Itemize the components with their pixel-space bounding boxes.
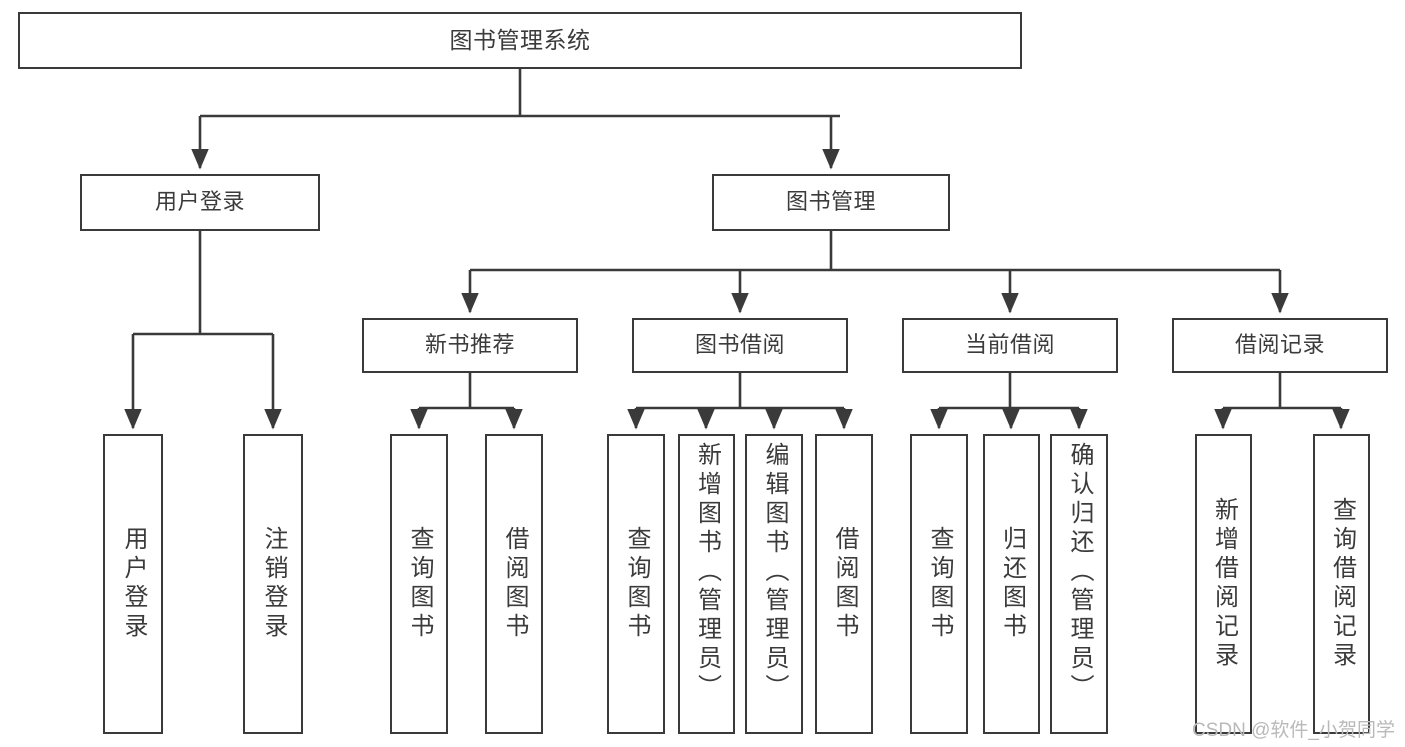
leaf-user-login[interactable]: 用户登录	[103, 434, 163, 734]
leaf-add-book-admin-label: 新增图书（管理员）	[693, 442, 721, 703]
leaf-query-book-recommend-label: 查询图书	[406, 526, 433, 642]
node-book-management-label: 图书管理	[785, 189, 876, 215]
node-current-borrow-label: 当前借阅	[964, 332, 1055, 358]
node-current-borrow[interactable]: 当前借阅	[902, 318, 1118, 373]
node-root[interactable]: 图书管理系统	[18, 12, 1022, 69]
leaf-query-borrow-record-label: 查询借阅记录	[1328, 497, 1356, 671]
node-borrow-record-label: 借阅记录	[1234, 332, 1325, 358]
node-borrow-record[interactable]: 借阅记录	[1172, 318, 1388, 373]
node-book-borrow-label: 图书借阅	[694, 332, 785, 358]
leaf-borrow-book-recommend-label: 借阅图书	[501, 526, 528, 642]
leaf-borrow-book-label: 借阅图书	[831, 526, 858, 642]
leaf-query-book-current-label: 查询图书	[926, 526, 953, 642]
leaf-query-book-borrow[interactable]: 查询图书	[607, 434, 665, 734]
leaf-borrow-book[interactable]: 借阅图书	[815, 434, 873, 734]
leaf-add-book-admin[interactable]: 新增图书（管理员）	[678, 434, 735, 734]
leaf-query-book-recommend[interactable]: 查询图书	[390, 434, 448, 734]
leaf-add-borrow-record[interactable]: 新增借阅记录	[1195, 434, 1252, 734]
leaf-return-book[interactable]: 归还图书	[983, 434, 1040, 734]
leaf-confirm-return-admin[interactable]: 确认归还（管理员）	[1050, 434, 1108, 734]
node-book-management[interactable]: 图书管理	[712, 174, 950, 231]
leaf-return-book-label: 归还图书	[998, 526, 1026, 642]
node-book-borrow[interactable]: 图书借阅	[632, 318, 848, 373]
leaf-user-login-label: 用户登录	[120, 526, 147, 642]
node-root-label: 图书管理系统	[449, 26, 591, 53]
leaf-add-borrow-record-label: 新增借阅记录	[1210, 497, 1238, 671]
leaf-query-book-current[interactable]: 查询图书	[910, 434, 968, 734]
leaf-edit-book-admin-label: 编辑图书（管理员）	[761, 442, 788, 703]
leaf-logout-label: 注销登录	[260, 526, 287, 642]
leaf-confirm-return-admin-label: 确认归还（管理员）	[1066, 442, 1093, 703]
node-new-book-recommend[interactable]: 新书推荐	[362, 318, 578, 373]
csdn-watermark: CSDN @软件_小贺同学	[1192, 720, 1395, 741]
node-user-login[interactable]: 用户登录	[80, 174, 320, 231]
leaf-logout[interactable]: 注销登录	[243, 434, 303, 734]
leaf-query-borrow-record[interactable]: 查询借阅记录	[1313, 434, 1370, 734]
leaf-borrow-book-recommend[interactable]: 借阅图书	[485, 434, 543, 734]
node-user-login-label: 用户登录	[154, 189, 245, 215]
leaf-query-book-borrow-label: 查询图书	[623, 526, 650, 642]
leaf-edit-book-admin[interactable]: 编辑图书（管理员）	[745, 434, 803, 734]
node-new-book-recommend-label: 新书推荐	[424, 332, 515, 358]
